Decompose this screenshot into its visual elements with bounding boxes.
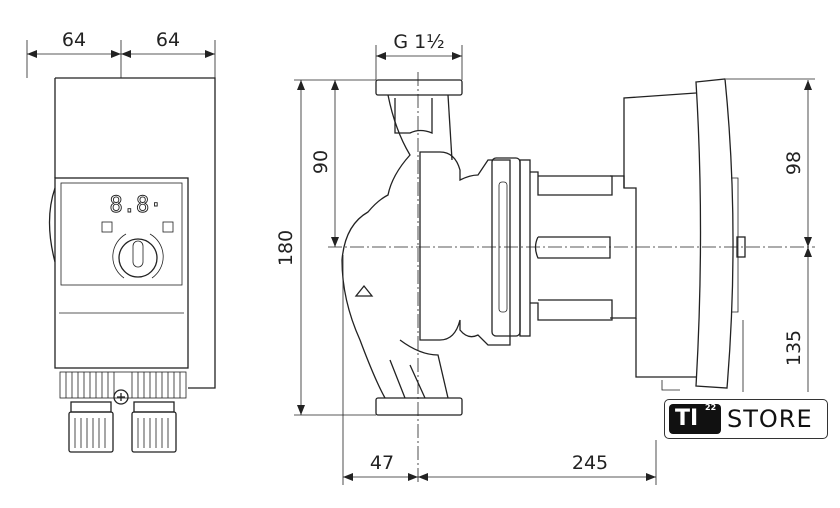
- cable-gland-left: [68, 401, 114, 453]
- mode-icon-right: [162, 221, 174, 233]
- dim-label-180: 180: [275, 230, 297, 266]
- dim-label-135: 135: [783, 330, 805, 366]
- logo-superscript: 22: [705, 403, 717, 412]
- dim-label-90: 90: [310, 150, 332, 174]
- front-view: 64 64 8.8·: [26, 29, 216, 453]
- control-module: [54, 177, 189, 369]
- motor-housing: [54, 77, 216, 389]
- logo-badge: TI: [669, 404, 721, 434]
- led-display: 8.8·: [110, 193, 163, 218]
- bottom-flange: [375, 397, 463, 416]
- electronics-housing: [623, 92, 697, 378]
- dim-label-64-left: 64: [62, 29, 86, 51]
- dim-label-connection: G 1½: [393, 31, 444, 53]
- mode-icon-left: [101, 221, 113, 233]
- knob-scale: [112, 233, 164, 279]
- motor-stator: [610, 175, 637, 319]
- control-knob[interactable]: [118, 238, 158, 278]
- flow-direction-arrow: [354, 284, 374, 297]
- dim-label-98: 98: [783, 151, 805, 175]
- housing-cover: [695, 78, 734, 389]
- pump-volute: [419, 151, 511, 346]
- dim-label-47: 47: [370, 452, 394, 474]
- side-view: G 1½ 180 90 98: [275, 31, 815, 485]
- screw-icon: [113, 389, 129, 405]
- cable-gland-right: [131, 401, 177, 453]
- terminal-ribs: [59, 371, 187, 399]
- knob-grip: [132, 240, 144, 268]
- dim-label-245: 245: [572, 452, 608, 474]
- top-flange: [375, 79, 463, 96]
- store-logo: TI 22 STORE: [664, 399, 828, 439]
- control-panel: [60, 182, 183, 286]
- logo-word: STORE: [727, 405, 813, 433]
- dim-label-64-right: 64: [156, 29, 180, 51]
- housing-bulge: [48, 187, 56, 263]
- pump-casing-inlet: [341, 94, 411, 399]
